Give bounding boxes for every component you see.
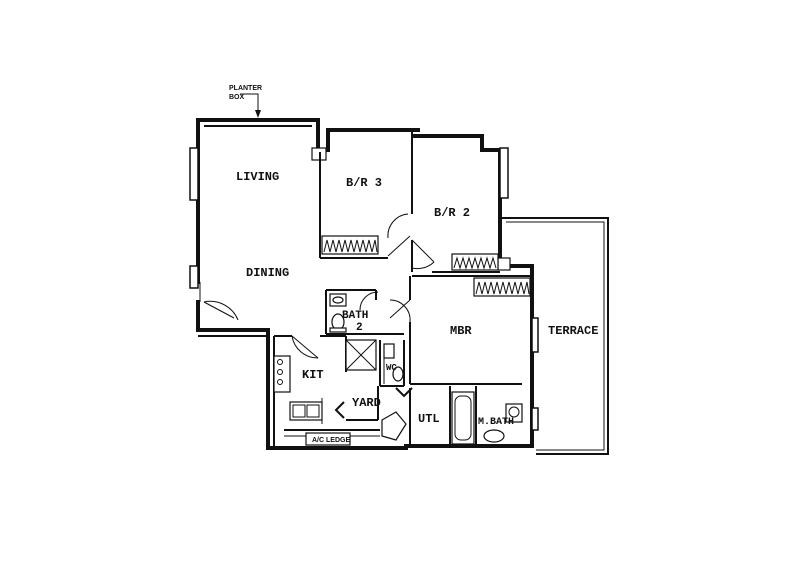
- wardrobe-mbr: [473, 277, 531, 297]
- yard-fixtures: [334, 387, 413, 441]
- planter-label-line1: PLANTER: [229, 85, 262, 92]
- room-label-wc: WC: [386, 363, 397, 373]
- shower-tray: [345, 339, 377, 371]
- wardrobe-br3: [321, 235, 379, 255]
- interior-walls: [274, 132, 532, 446]
- room-label-mbr: MBR: [450, 324, 472, 338]
- mbath-fixtures: [451, 391, 523, 445]
- room-label-living: LIVING: [236, 170, 279, 184]
- room-label-yard: YARD: [352, 396, 381, 410]
- room-label-dining: DINING: [246, 266, 289, 280]
- kitchen-fixtures: [273, 355, 323, 424]
- room-label-bath2-line1: BATH: [342, 310, 368, 322]
- ac-ledge-label: A/C LEDGE: [312, 437, 350, 444]
- terrace-outline: [502, 217, 609, 455]
- room-label-terrace: TERRACE: [548, 324, 598, 338]
- room-label-utl: UTL: [418, 412, 440, 426]
- room-label-bath2-line2: 2: [356, 322, 363, 334]
- doors: [199, 213, 435, 359]
- room-label-kit: KIT: [302, 368, 324, 382]
- room-label-mbath: M.BATH: [478, 417, 514, 428]
- exterior-walls: [196, 118, 534, 450]
- bath2-fixtures: [329, 293, 347, 333]
- windows: [189, 147, 539, 431]
- planter-label-line2: BOX: [229, 94, 245, 101]
- wc-fixtures: [383, 343, 404, 384]
- planter-leader: [240, 93, 261, 118]
- room-label-br2: B/R 2: [434, 206, 470, 220]
- room-label-br3: B/R 3: [346, 176, 382, 190]
- wardrobe-br2: [451, 253, 499, 271]
